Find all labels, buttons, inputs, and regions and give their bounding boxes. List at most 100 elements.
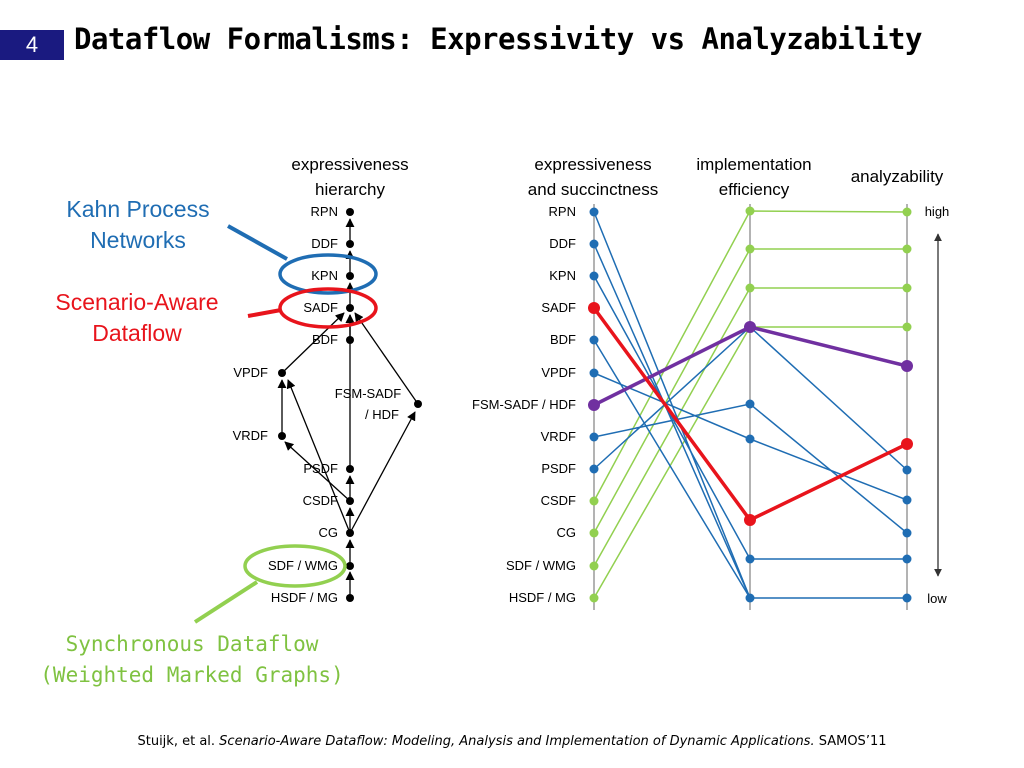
hier-label-fsm-sadf: FSM-SADF (335, 386, 402, 401)
hier-label-rpn: RPN (311, 204, 338, 219)
sdf-highlight-ellipse (243, 544, 347, 588)
cmp-label-csdf: CSDF (541, 493, 576, 508)
node-csdf (346, 497, 354, 505)
dot-impl-7 (744, 514, 756, 526)
dot-exp-vpdf (589, 368, 599, 378)
cmp-label-rpn: RPN (549, 204, 576, 219)
dot-impl-8 (745, 554, 755, 564)
hier-label-csdf: CSDF (303, 493, 338, 508)
sdf-callout-line2: (Weighted Marked Graphs) (40, 663, 343, 687)
hier-label-kpn: KPN (311, 268, 338, 283)
dot-an-5 (901, 360, 913, 372)
cmp-label-fsm-sadf-hdf: FSM-SADF / HDF (472, 397, 576, 412)
node-sdf (346, 562, 354, 570)
cmp-label-hsdf-mg: HSDF / MG (509, 590, 576, 605)
comparison-header-exp-line1: expressiveness (534, 155, 651, 174)
cmp-label-vrdf: VRDF (541, 429, 576, 444)
comparison-header-impl-line2: efficiency (719, 180, 790, 199)
node-rpn (346, 208, 354, 216)
cmp-label-bdf: BDF (550, 332, 576, 347)
dot-exp-sdf (589, 561, 599, 571)
comparison-header-impl-line1: implementation (696, 155, 811, 174)
node-vrdf (278, 432, 286, 440)
hier-label-ddf: DDF (311, 236, 338, 251)
cmp-label-cg: CG (557, 525, 577, 540)
cmp-label-sadf: SADF (541, 300, 576, 315)
dot-an-10 (902, 554, 912, 564)
cmp-label-ddf: DDF (549, 236, 576, 251)
dot-impl-1 (745, 206, 755, 216)
dot-exp-sadf (588, 302, 600, 314)
edge-cg-fsmsadf (349, 411, 416, 534)
link-bdf (593, 339, 751, 599)
dot-exp-fsm-sadf (588, 399, 600, 411)
dot-an-6 (901, 438, 913, 450)
dot-an-9 (902, 528, 912, 538)
hier-label-vrdf: VRDF (233, 428, 268, 443)
implementation-dots (744, 206, 756, 603)
dot-an-4 (902, 322, 912, 332)
citation-venue: SAMOS’11 (814, 734, 887, 749)
citation-authors: Stuijk, et al. (137, 734, 220, 749)
node-bdf (346, 336, 354, 344)
slide-number: 4 (0, 30, 64, 60)
dot-an-7 (902, 465, 912, 475)
hier-label-sdf-wmg: SDF / WMG (268, 558, 338, 573)
sdf-callout-line (193, 580, 259, 624)
cmp-label-kpn: KPN (549, 268, 576, 283)
hier-label-bdf: BDF (312, 332, 338, 347)
hier-label-vpdf: VPDF (233, 365, 268, 380)
hier-label-cg: CG (319, 525, 339, 540)
low-label: low (927, 591, 947, 606)
sadf-callout-line (247, 308, 282, 318)
node-kpn (346, 272, 354, 280)
dot-exp-rpn (589, 207, 599, 217)
kpn-callout-line2: Networks (90, 227, 186, 253)
cmp-label-psdf: PSDF (541, 461, 576, 476)
kpn-callout-line (227, 224, 288, 261)
citation-title: Scenario-Aware Dataflow: Modeling, Analy… (219, 734, 815, 749)
kpn-highlight-ellipse (278, 253, 378, 295)
node-psdf (346, 465, 354, 473)
dot-exp-cg (589, 528, 599, 538)
edge-fsmsadf-sadf (354, 312, 419, 405)
dot-impl-2 (745, 244, 755, 254)
dot-an-1 (902, 207, 912, 217)
node-hsdf (346, 594, 354, 602)
hierarchy-header-line2: hierarchy (315, 180, 385, 199)
hierarchy-header-line1: expressiveness (291, 155, 408, 174)
sadf-callout-line1: Scenario-Aware (55, 289, 218, 315)
hier-label-sadf: SADF (303, 300, 338, 315)
hier-label-psdf: PSDF (303, 461, 338, 476)
dot-exp-csdf (589, 496, 599, 506)
sdf-callout-line1: Synchronous Dataflow (66, 632, 319, 656)
dot-impl-9 (745, 593, 755, 603)
hier-label-hsdf-mg: HSDF / MG (271, 590, 338, 605)
expressiveness-dots (588, 207, 600, 603)
dot-impl-3 (745, 283, 755, 293)
dot-exp-kpn (589, 271, 599, 281)
dot-impl-6 (745, 434, 755, 444)
hier-label-hdf: / HDF (365, 407, 399, 422)
dot-an-11 (902, 593, 912, 603)
dot-exp-vrdf (589, 432, 599, 442)
dot-an-8 (902, 495, 912, 505)
dot-exp-bdf (589, 335, 599, 345)
dot-an-2 (902, 244, 912, 254)
node-cg (346, 529, 354, 537)
dot-impl-5 (745, 399, 755, 409)
cmp-label-sdf-wmg: SDF / WMG (506, 558, 576, 573)
edge-csdf-vrdf (284, 441, 351, 502)
dot-an-3 (902, 283, 912, 293)
citation: Stuijk, et al. Scenario-Aware Dataflow: … (0, 734, 1024, 749)
dot-impl-4 (744, 321, 756, 333)
kpn-callout-line1: Kahn Process (66, 196, 209, 222)
dot-exp-psdf (589, 464, 599, 474)
edge-vpdf-sadf (281, 312, 345, 374)
node-sadf (346, 304, 354, 312)
hierarchy-nodes (278, 208, 422, 602)
analyzability-dots (901, 207, 913, 603)
slide-title: Dataflow Formalisms: Expressivity vs Ana… (74, 22, 922, 56)
